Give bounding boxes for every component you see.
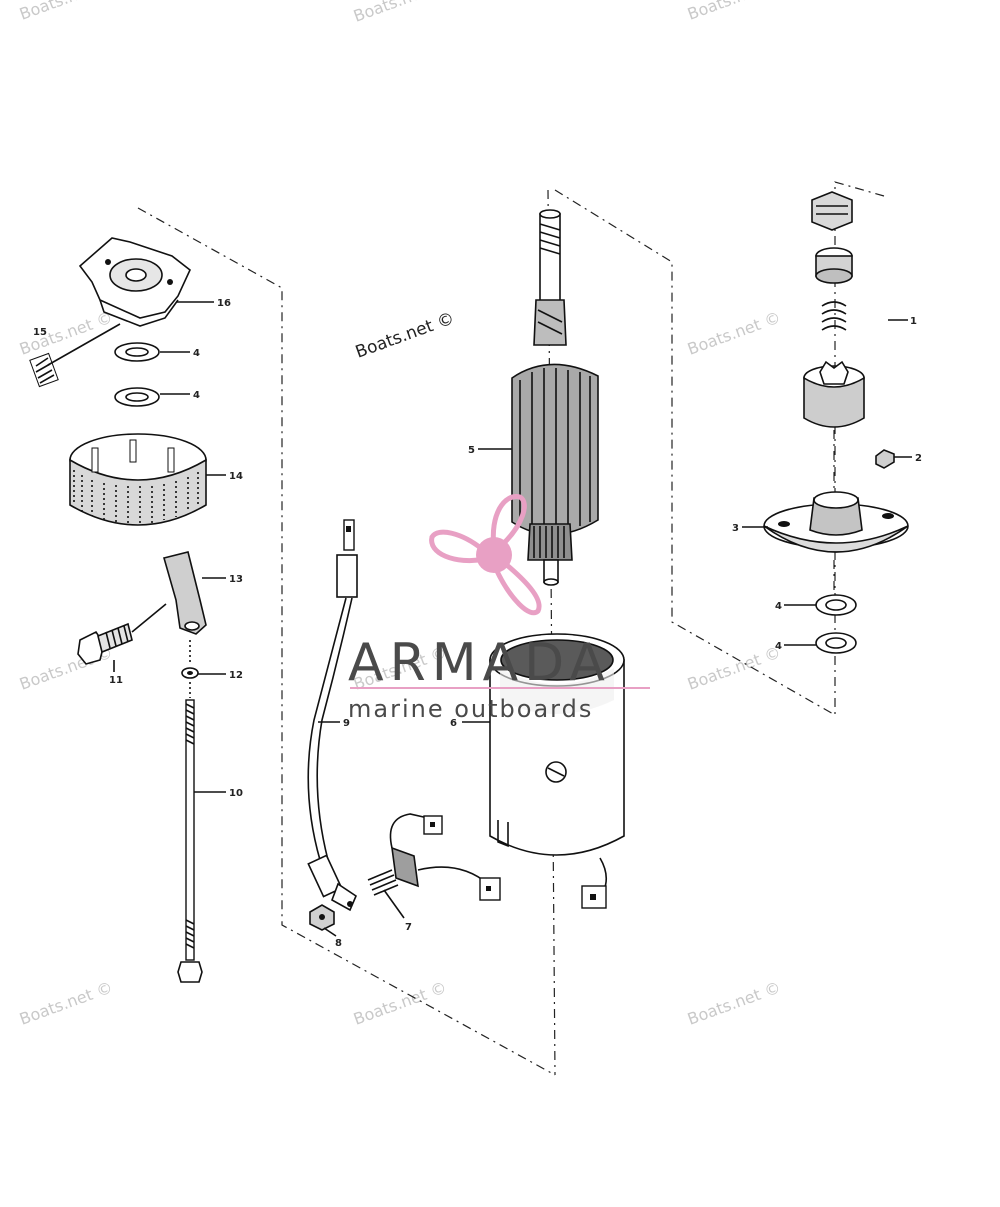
- watermark-text: Boats.net ©: [685, 0, 783, 24]
- callout-label: 4: [193, 390, 200, 401]
- callout-numbers: 1 2 3 4 4 4 4 5 6 7 8 9 10 11 12 13 14 1…: [33, 298, 922, 949]
- clamp-part: [163, 551, 207, 635]
- washer-part: [815, 594, 857, 654]
- spring-part: [29, 352, 59, 388]
- callout-label: 14: [229, 471, 243, 482]
- callout-label: 11: [109, 675, 123, 686]
- callout-label: 2: [915, 453, 922, 464]
- watermark-text: Boats.net ©: [17, 308, 115, 359]
- lockwasher-part: [181, 640, 199, 679]
- callout-label: 4: [193, 348, 200, 359]
- brush-holder-plate-part: [78, 237, 191, 327]
- armada-logo: ARMADA marine outboards: [348, 494, 650, 723]
- screw-part: [77, 603, 167, 665]
- callout-label: 8: [335, 938, 342, 949]
- callout-label: 15: [33, 327, 47, 338]
- callout-label: 7: [405, 922, 412, 933]
- logo-tagline: marine outboards: [348, 695, 593, 723]
- callout-label: 13: [229, 574, 243, 585]
- commutator-end-cap-part: [69, 433, 207, 526]
- watermark-text: Boats.net ©: [353, 308, 457, 362]
- watermark-text: Boats.net ©: [685, 308, 783, 359]
- frame-part: [489, 633, 625, 909]
- drive-assembly-part: [803, 191, 865, 428]
- watermark-text: Boats.net ©: [351, 0, 449, 26]
- watermark-text: Boats.net ©: [685, 643, 783, 694]
- logo-brand: ARMADA: [348, 633, 611, 693]
- nut-part: [309, 904, 335, 931]
- callout-label: 12: [229, 670, 243, 681]
- callout-label: 4: [775, 601, 782, 612]
- leader-lines: [47, 301, 912, 937]
- thru-bolt-part: [177, 682, 203, 983]
- callout-label: 1: [910, 316, 917, 327]
- washer-part: [114, 342, 160, 407]
- callout-label: 16: [217, 298, 231, 309]
- callout-label: 5: [468, 445, 475, 456]
- callout-label: 4: [775, 641, 782, 652]
- callout-label: 3: [732, 523, 739, 534]
- nut-part: [875, 449, 895, 469]
- watermark-text: Boats.net ©: [351, 978, 449, 1029]
- end-cap-part: [763, 491, 909, 553]
- propeller-icon: [429, 494, 542, 616]
- callout-label: 6: [450, 718, 457, 729]
- watermark-text: Boats.net ©: [17, 0, 115, 24]
- callout-label: 9: [343, 718, 350, 729]
- watermark-text: Boats.net ©: [17, 978, 115, 1029]
- brush-set-part: [367, 813, 501, 901]
- watermark-text: Boats.net ©: [685, 978, 783, 1029]
- cable-part: [307, 519, 358, 912]
- armature-part: [511, 209, 599, 586]
- callout-label: 10: [229, 788, 243, 799]
